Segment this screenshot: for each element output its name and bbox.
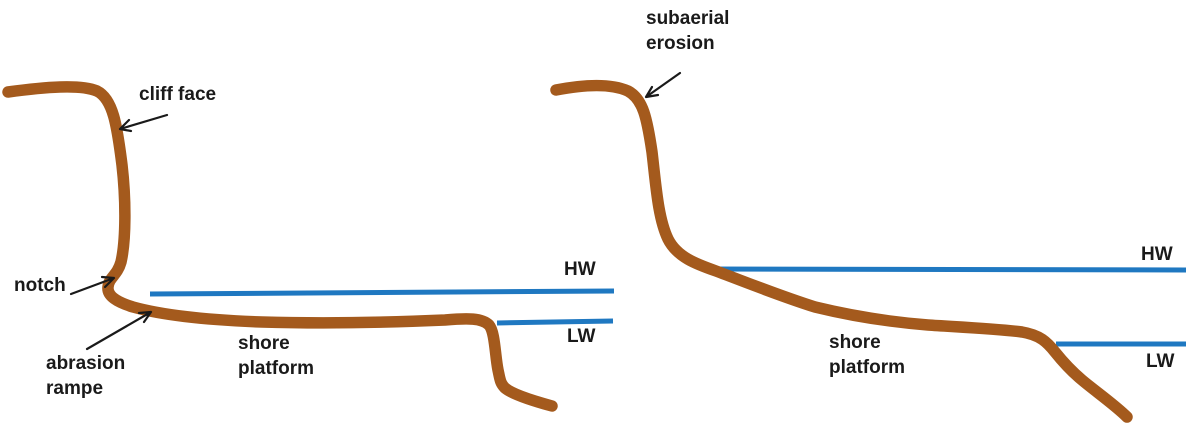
right-shore-platform-label-line2: platform (829, 357, 905, 378)
abrasion-rampe-label-line1: abrasion (46, 353, 126, 374)
abrasion-rampe-arrow (85, 310, 153, 351)
left-land-profile (2, 81, 558, 412)
subaerial-erosion-label-line1: subaerial (646, 8, 730, 29)
left-low-water-label: LW (567, 326, 596, 347)
left-profile-diagram (2, 81, 615, 412)
right-land-profile (550, 79, 1133, 423)
subaerial-erosion-label: subaerial erosion (646, 6, 729, 56)
left-high-water-line (149, 288, 615, 297)
subaerial-erosion-arrow (644, 71, 682, 99)
abrasion-rampe-label: abrasion rampe (46, 351, 125, 401)
notch-label: notch (14, 275, 66, 296)
left-shore-platform-label: shore platform (238, 331, 314, 381)
right-shore-platform-label: shore platform (829, 330, 905, 380)
notch-arrow (69, 275, 116, 296)
cliff-face-arrow (118, 113, 169, 133)
abrasion-rampe-label-line2: rampe (46, 378, 104, 399)
left-low-water-line (496, 318, 614, 326)
left-high-water-label: HW (564, 259, 596, 280)
right-profile-diagram (550, 71, 1187, 423)
left-shore-platform-label-line1: shore (238, 333, 290, 354)
right-high-water-label: HW (1141, 244, 1173, 265)
subaerial-erosion-label-line2: erosion (646, 33, 715, 54)
right-high-water-line (709, 266, 1187, 273)
left-shore-platform-label-line2: platform (238, 358, 314, 379)
right-shore-platform-label-line1: shore (829, 332, 881, 353)
right-low-water-label: LW (1146, 351, 1175, 372)
cliff-face-label: cliff face (139, 84, 217, 105)
